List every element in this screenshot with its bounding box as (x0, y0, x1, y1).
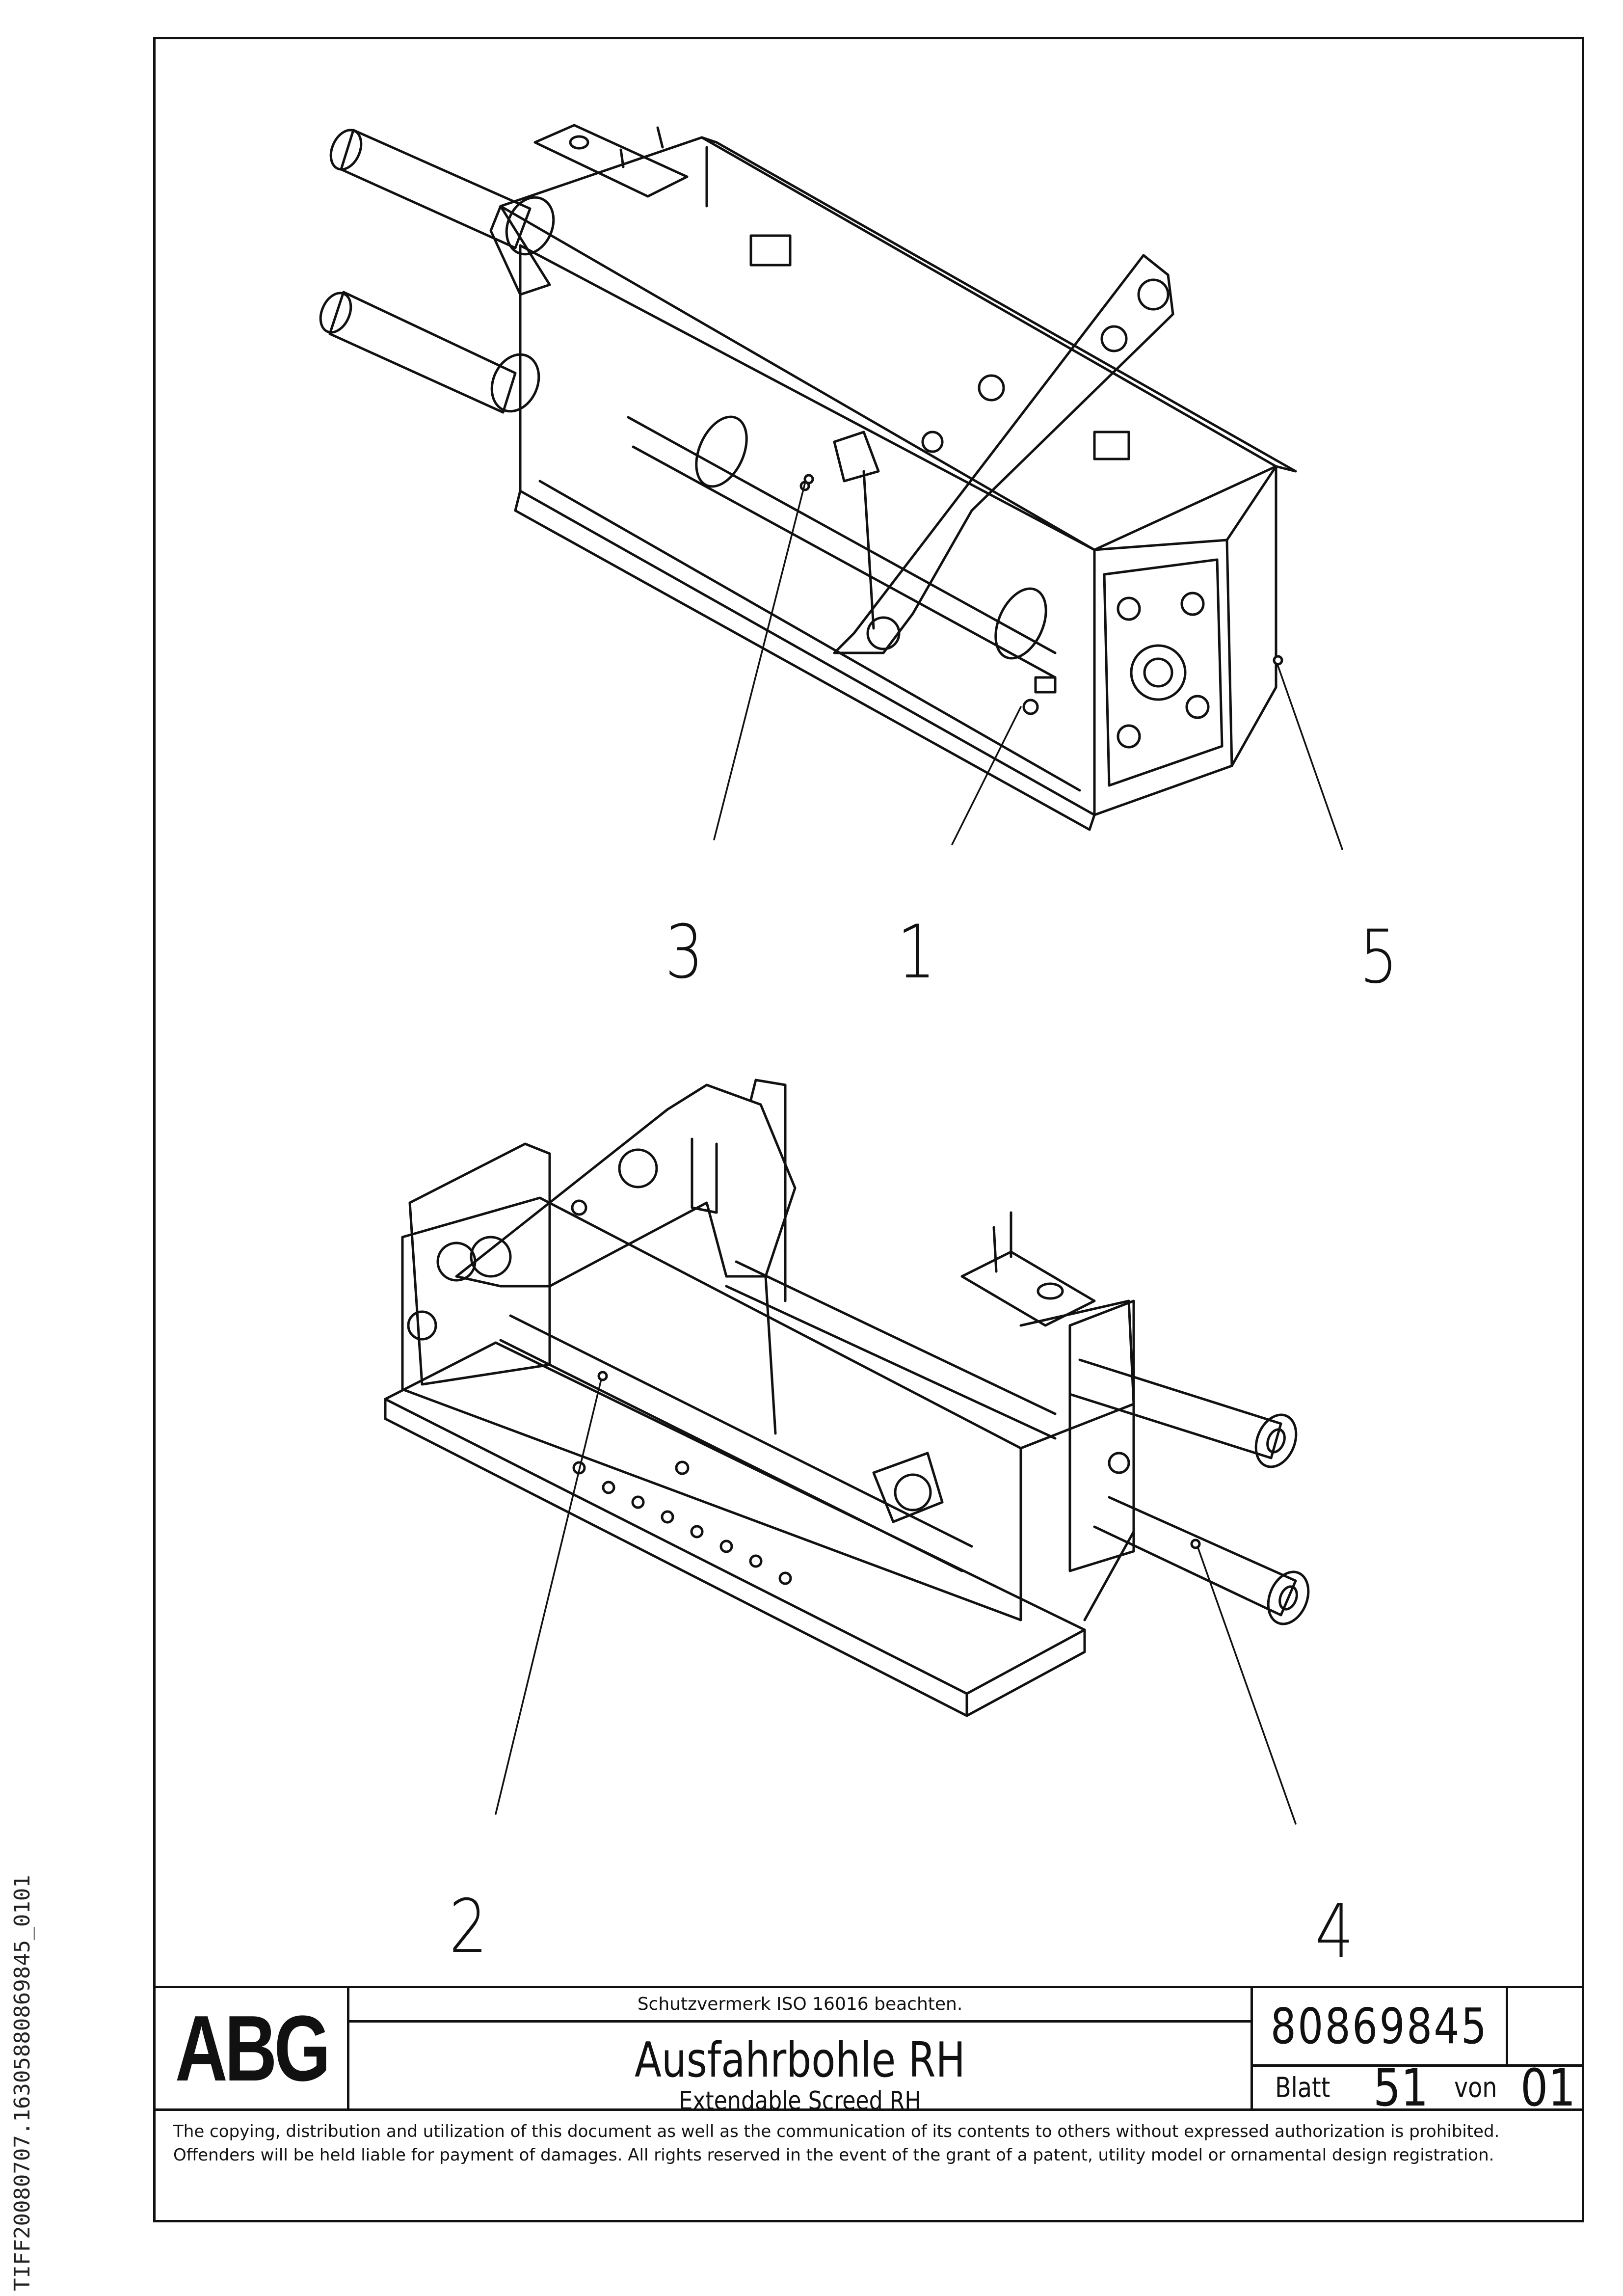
revision-cell (1506, 1986, 1584, 2067)
sheet-label: Blatt (1275, 2072, 1330, 2104)
sheet-number: 51 (1373, 2057, 1429, 2118)
lower-screed-assembly (384, 1079, 1310, 1825)
title-cell: Ausfahrbohle RH Extendable Screed RH (347, 2020, 1253, 2116)
callout-3: 3 (665, 910, 704, 995)
sheet-cell: Blatt 51 von 01 (1251, 2058, 1584, 2118)
copyright-notice: The copying, distribution and utilizatio… (153, 2108, 1584, 2222)
callout-4: 4 (1315, 1889, 1354, 1974)
callout-5: 5 (1359, 915, 1398, 1000)
protection-note: Schutzvermerk ISO 16016 beachten. (347, 1986, 1253, 2023)
title-english: Extendable Screed RH (679, 2086, 921, 2116)
callout-2: 2 (449, 1884, 488, 1970)
document-number-cell: 80869845 (1251, 1986, 1508, 2067)
company-logo: ABG (153, 1986, 349, 2111)
title-german: Ausfahrbohle RH (635, 2032, 965, 2088)
upper-screed-assembly (319, 124, 1343, 850)
of-label: von (1454, 2072, 1497, 2104)
callout-1: 1 (897, 910, 936, 995)
exploded-view-illustration (319, 124, 1343, 1825)
sheet-total: 01 (1520, 2057, 1576, 2118)
document-number: 80869845 (1270, 1998, 1489, 2055)
logo-text: ABG (175, 1996, 331, 2101)
